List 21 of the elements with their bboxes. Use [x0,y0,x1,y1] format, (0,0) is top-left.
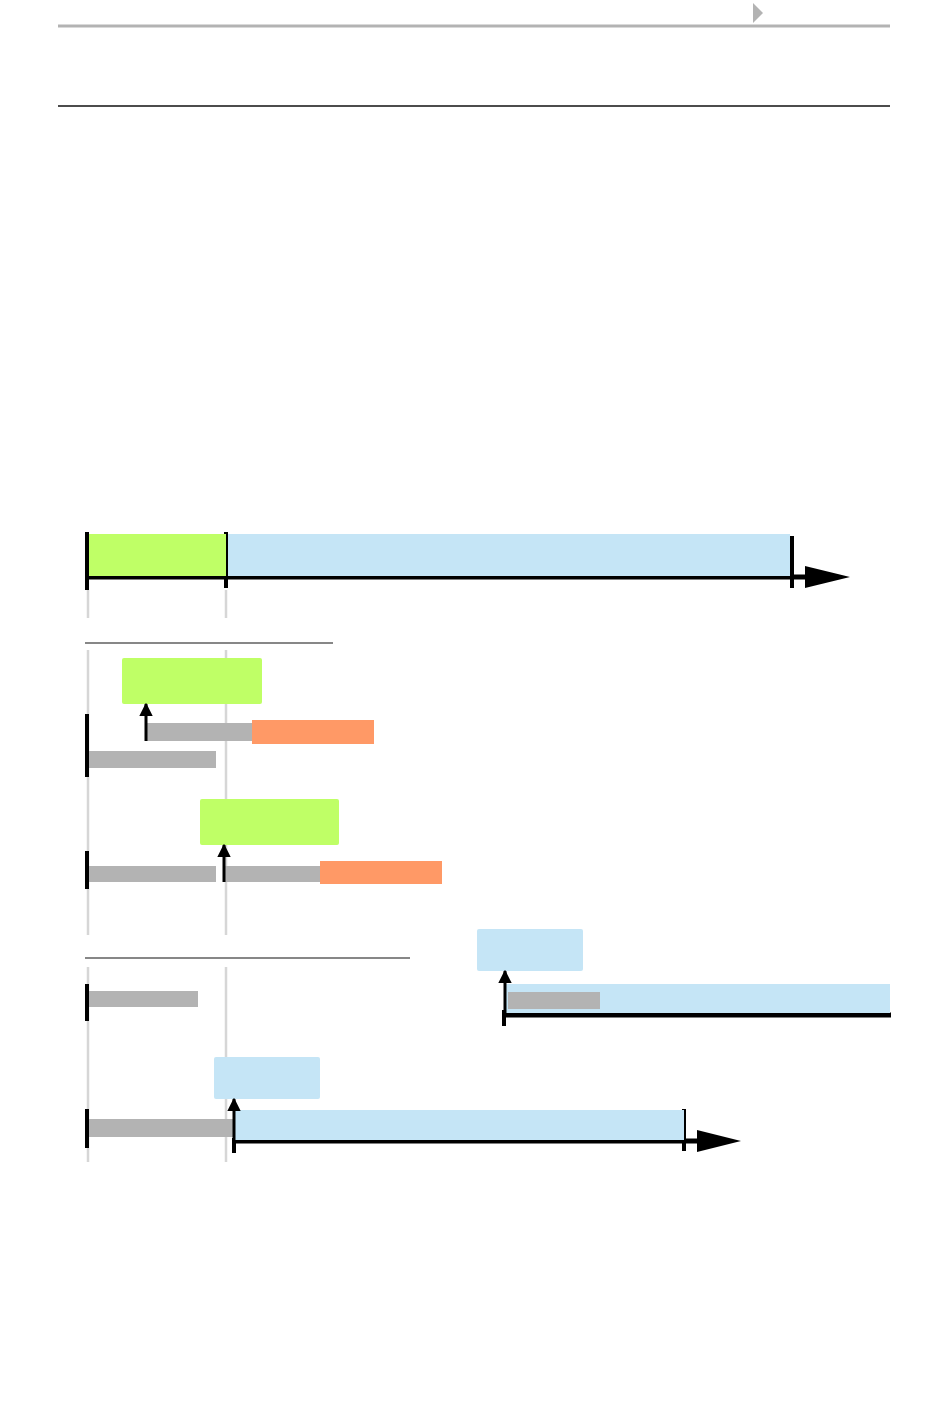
phase-box [477,929,583,971]
arrow [498,969,512,1013]
timeline-bar [89,866,216,882]
timeline-bar [320,861,442,884]
timeline-bar [506,984,890,1013]
phase-box [214,1057,320,1099]
timeline-bar [89,991,198,1007]
arrow [227,1097,241,1140]
timeline-bar [225,866,320,882]
timeline-bar [89,1119,233,1137]
arrow [139,702,153,741]
timeline-bar [89,534,226,576]
timeline-bar [235,1110,684,1140]
timeline-bar [89,751,216,768]
phase-box [200,799,339,845]
timeline-bar [228,534,790,576]
arrow [217,843,231,882]
timeline-bar [508,992,600,1009]
timeline-bar [147,723,252,741]
phase-box [122,658,262,704]
timeline-bar [252,720,374,744]
